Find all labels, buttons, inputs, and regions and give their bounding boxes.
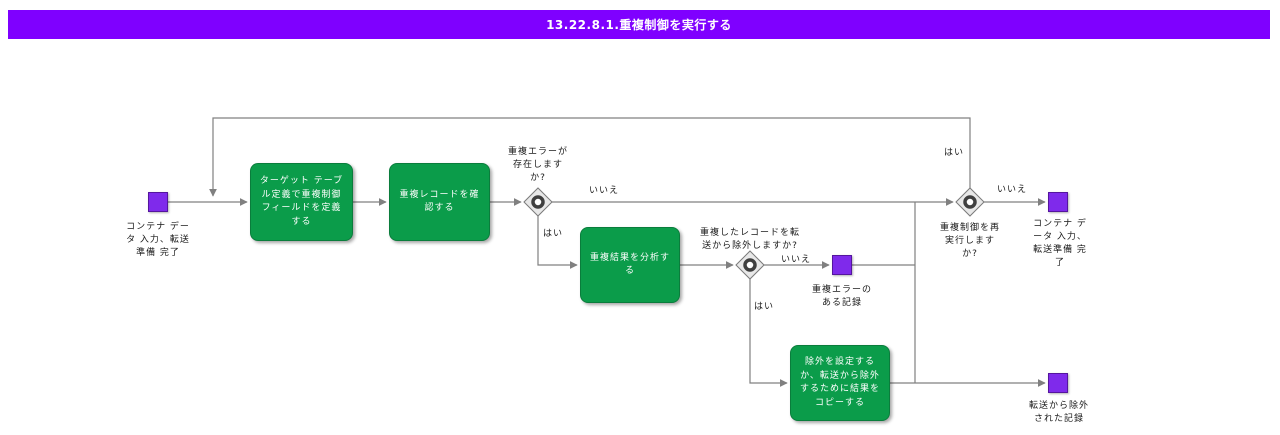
edge-gateway1-yes — [537, 216, 578, 269]
diagram-title: 13.22.8.1.重複制御を実行する — [8, 10, 1270, 39]
task-define-fields-label: ターゲット テーブル定義で重複制御フィールドを定義する — [259, 176, 344, 227]
gateway-rerun-control-label: 重複制御を再実行しますか? — [939, 223, 1000, 260]
end-event-node — [1048, 192, 1068, 212]
gateway-duplicate-error-label: 重複エラーが存在しますか? — [507, 147, 568, 184]
error-records-label: 重複エラーのある記録 — [811, 285, 872, 309]
gateway-exclude-records-node — [735, 250, 765, 280]
edge-gateway2-yes — [749, 279, 788, 387]
task-analyze-results-label: 重複結果を分析する — [589, 252, 670, 277]
edge-label-exclude-yes: はい — [754, 302, 775, 312]
gateway-rerun-control-node — [955, 187, 985, 217]
task-set-exclusion-label: 除外を設定するか、転送から除外するために結果をコピーする — [799, 357, 880, 408]
start-event-label: コンテナ データ 入力、転送準備 完了 — [126, 222, 190, 259]
edge-label-exclude-no: いいえ — [781, 255, 812, 265]
gateway-exclude-records-label: 重複したレコードを転送から除外しますか? — [700, 228, 801, 252]
edge-label-dup-error-yes: はい — [543, 229, 564, 239]
task-define-fields: ターゲット テーブル定義で重複制御フィールドを定義する — [250, 163, 353, 241]
edge-label-rerun-yes: はい — [944, 148, 965, 158]
edge-label-dup-error-no: いいえ — [589, 186, 620, 196]
gateway-duplicate-error-node — [523, 187, 553, 217]
end-event-label: コンテナ データ 入力、転送準備 完了 — [1033, 219, 1087, 269]
edge-label-rerun-no: いいえ — [997, 185, 1028, 195]
start-event-node — [148, 192, 168, 212]
task-check-duplicates: 重複レコードを確認する — [389, 163, 490, 241]
error-records-event-node — [832, 255, 852, 275]
task-analyze-results: 重複結果を分析する — [580, 227, 680, 303]
excluded-records-event-node — [1048, 373, 1068, 393]
excluded-records-label: 転送から除外された記録 — [1028, 401, 1089, 425]
task-set-exclusion: 除外を設定するか、転送から除外するために結果をコピーする — [790, 345, 890, 421]
task-check-duplicates-label: 重複レコードを確認する — [399, 189, 480, 214]
